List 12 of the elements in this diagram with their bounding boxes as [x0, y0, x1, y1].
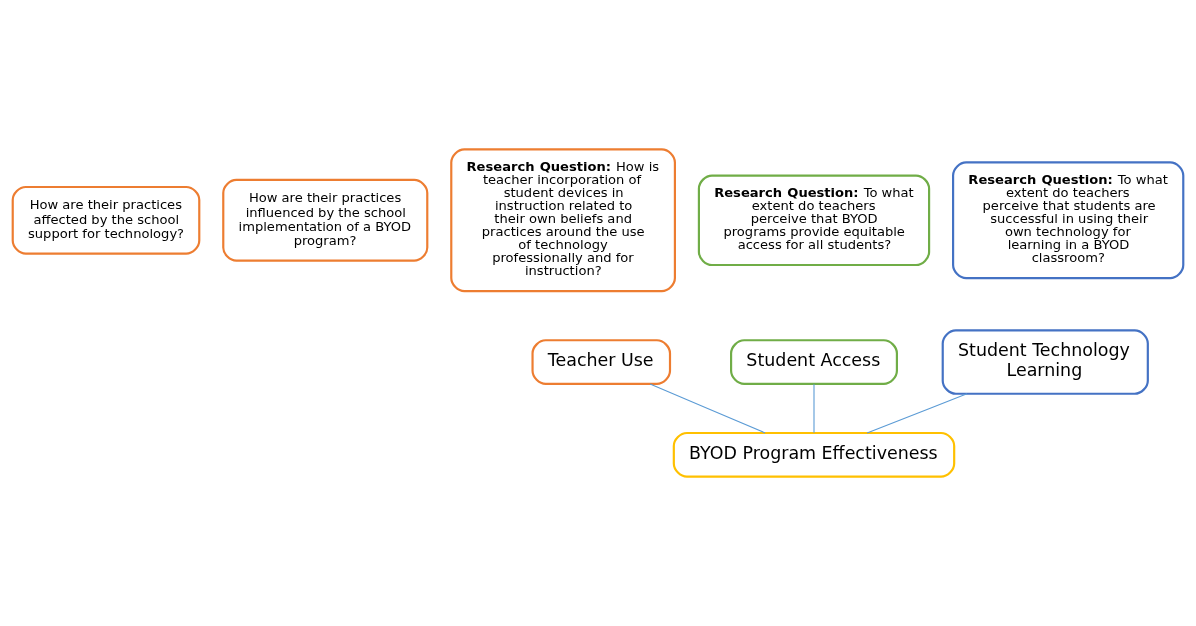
node-box: Research Question: To what extent do teachers perceive that BYOD programs provide equitable access for all students? — [697, 174, 931, 267]
connector — [649, 383, 766, 434]
node-box: Student Access — [730, 339, 898, 385]
node-box: BYOD Program Effectiveness — [672, 431, 956, 478]
node-box: Research Question: How is teacher incorporation of student devices in instruction related to their own beliefs and practices around the use of technology professionally and for instruction? — [450, 148, 676, 293]
node-box: How are their practices affected by the school support for technology? — [11, 185, 201, 255]
connector — [813, 383, 815, 434]
node-box: How are their practices influenced by the school implementation of a BYOD program? — [222, 178, 429, 262]
node-box: Teacher Use — [531, 339, 672, 385]
connector — [866, 393, 968, 434]
node-box: Research Question: To what extent do teachers perceive that students are successful in using their own technology for learning in a BYOD classroom? — [952, 161, 1185, 280]
node-box: Student Technology Learning — [941, 329, 1149, 395]
